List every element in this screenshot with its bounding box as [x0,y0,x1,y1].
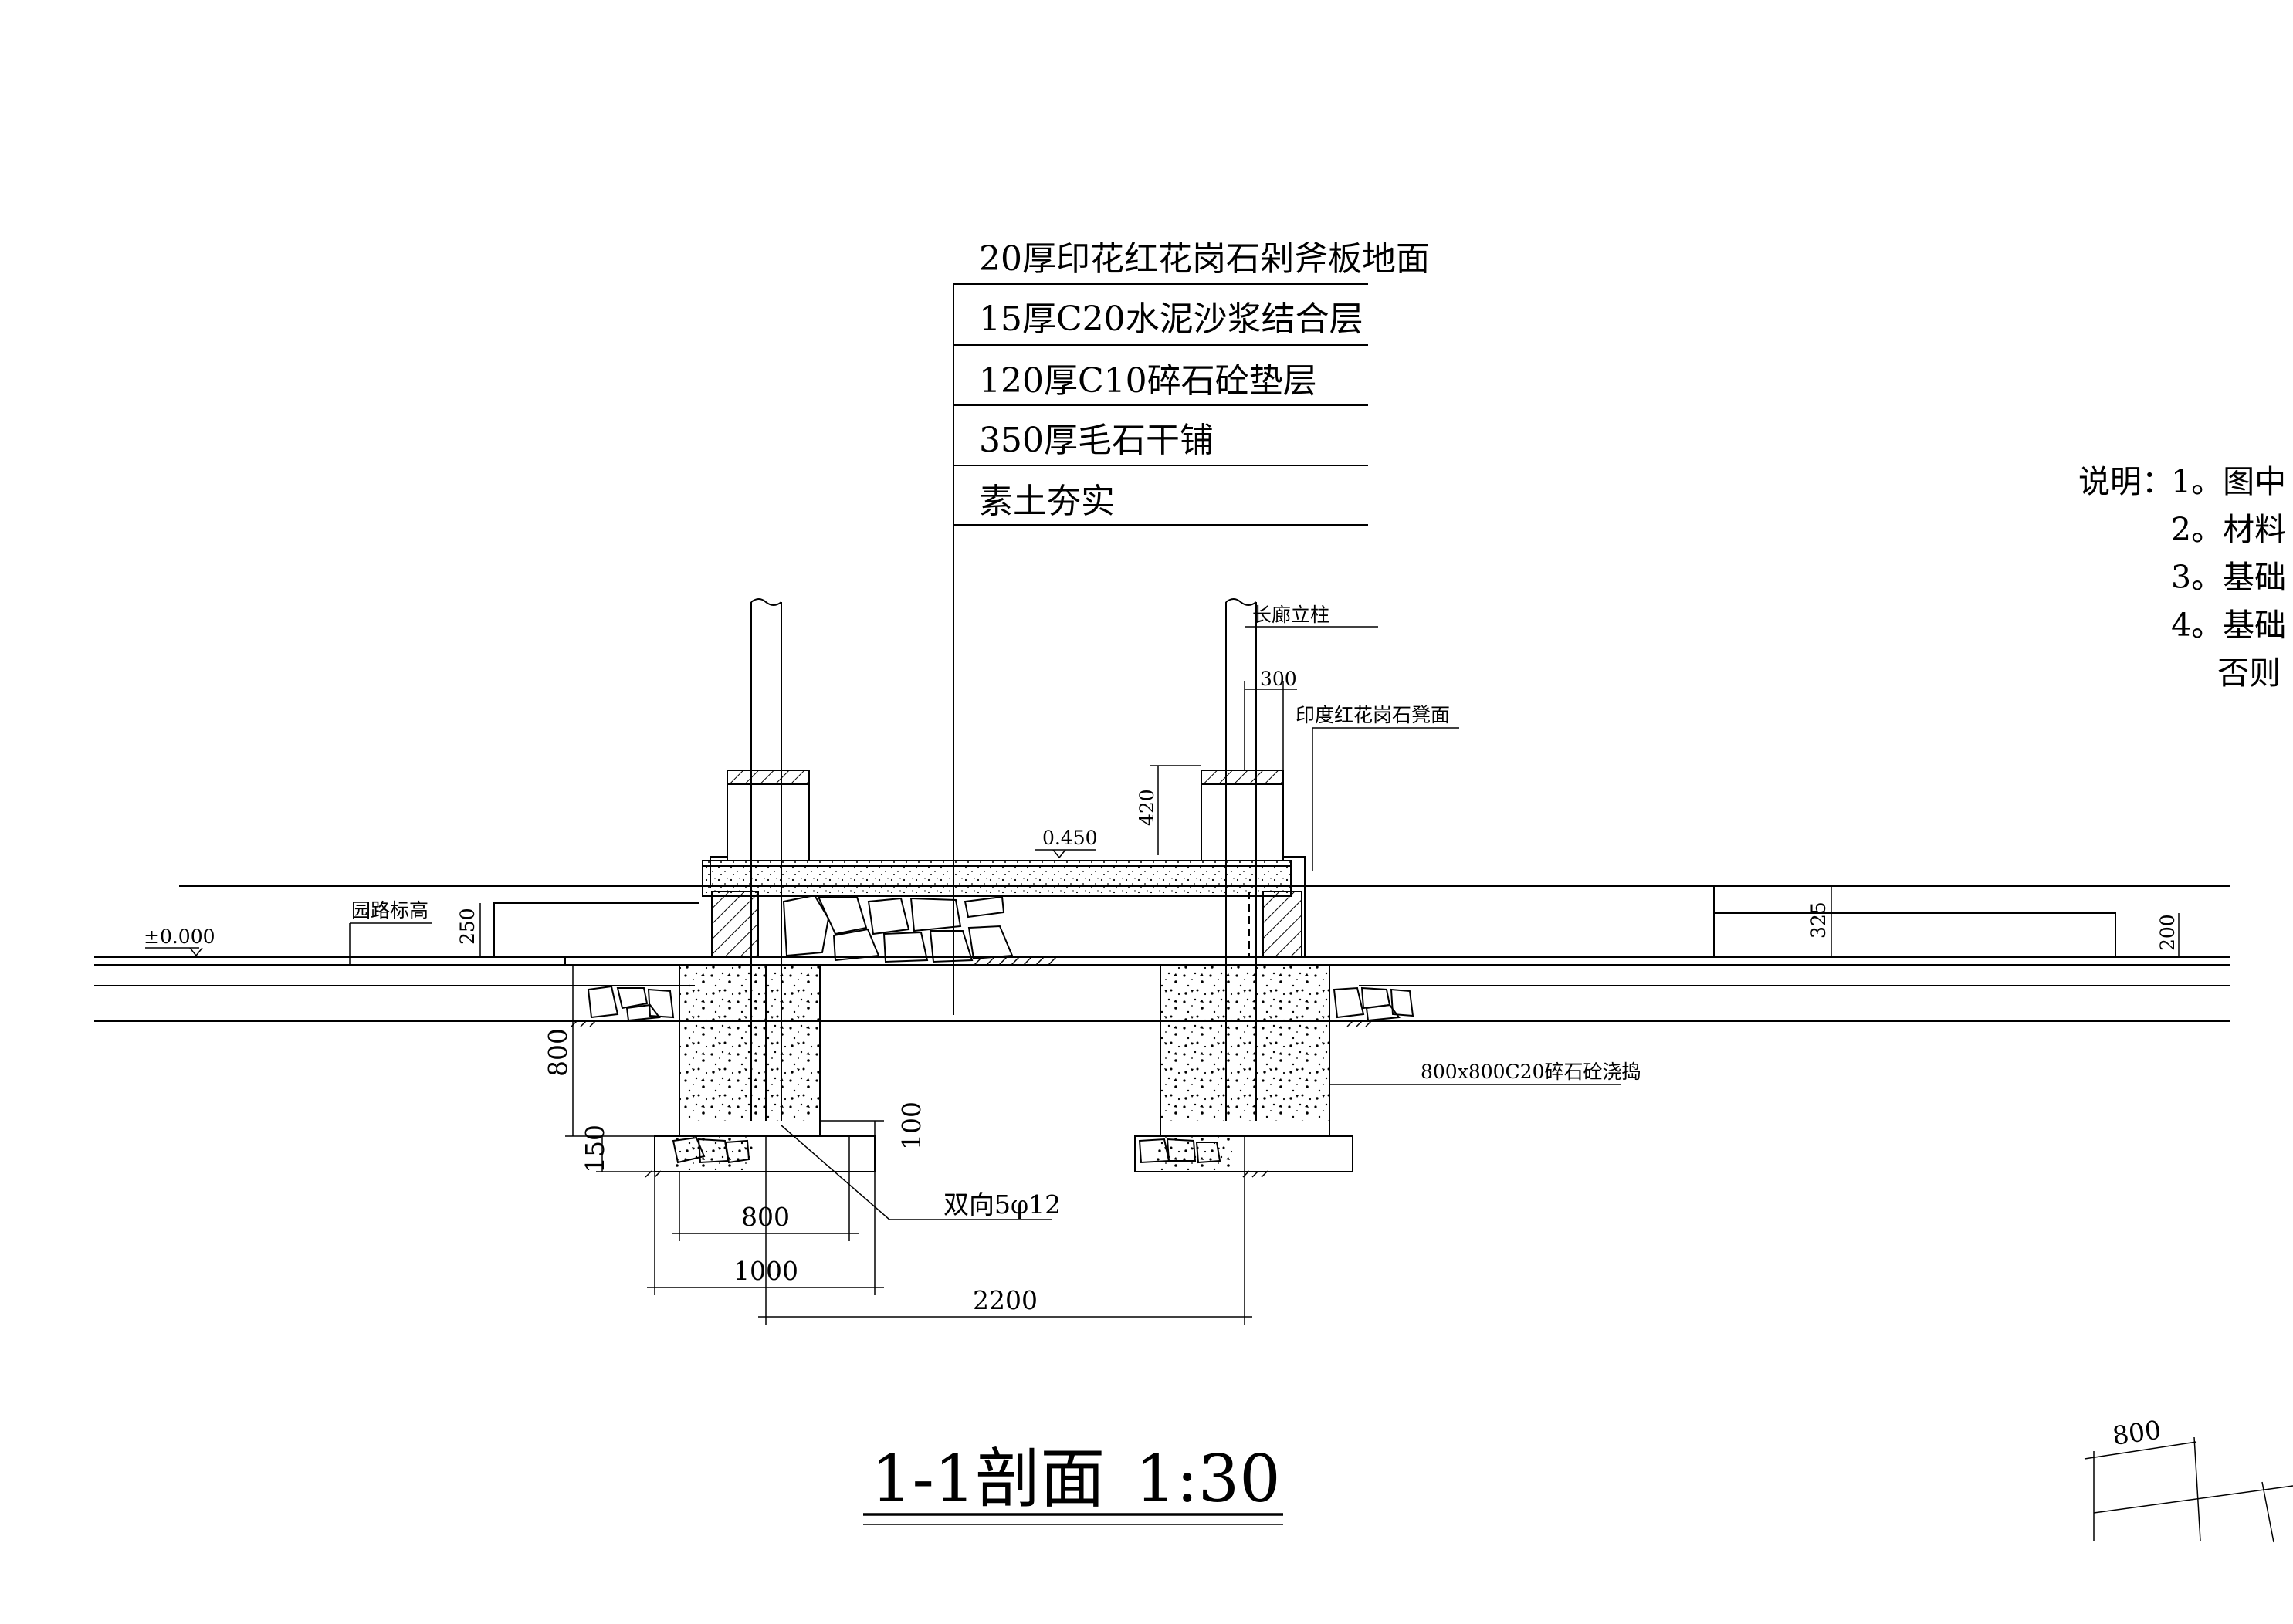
dim-100: 100 [896,1101,926,1150]
layer-label-3: 120厚C10碎石砼垫层 [979,361,1317,401]
drawing-title: 1-1剖面 1:30 [863,1441,1283,1525]
dim-300: 300 [1260,668,1297,690]
dim-2200: 2200 [973,1285,1038,1315]
pavement-deck [702,860,1292,966]
left-structure [564,598,876,1178]
note-1: 1。图中 [2171,463,2286,500]
layer-label-5: 素土夯实 [979,482,1115,521]
layer-label-1: 20厚印花红花岗石剁斧板地面 [979,239,1430,279]
notes-prefix: 说明： [2078,463,2173,500]
zero-elevation-label: ±0.000 [144,925,215,948]
road-elevation-label: 园路标高 [351,899,428,922]
note-4: 4。基础 [2171,607,2286,644]
title-main: 1-1剖面 [871,1441,1105,1517]
note-2: 2。材料 [2171,511,2286,548]
detail-fragment: 800 [2084,1415,2293,1543]
dim-800-vertical: 800 [543,1028,573,1077]
layer-callout: 20厚印花红花岗石剁斧板地面 15厚C20水泥沙浆结合层 120厚C10碎石砼垫… [953,239,1430,1015]
note-3: 3。基础 [2171,559,2286,596]
soil-ticks [974,956,1057,966]
dim-325: 325 [1807,902,1830,939]
note-4-continued: 否则 [2217,655,2281,692]
dimensions: 300 420 250 325 200 800 150 100 800 [456,668,2180,1325]
notes: 说明： 1。图中 2。材料 3。基础 4。基础 否则 [2078,463,2286,692]
title-scale: 1:30 [1135,1441,1281,1517]
dim-420: 420 [1136,789,1158,826]
column-label: 长廊立柱 [1252,604,1329,626]
footing-label: 800x800C20碎石砼浇捣 [1421,1061,1641,1083]
rebar-label: 双向5φ12 [943,1189,1061,1220]
rubble-stones [782,894,1014,963]
layer-label-4: 350厚毛石干铺 [979,421,1214,460]
dim-150: 150 [580,1125,610,1173]
dim-200: 200 [2156,914,2179,951]
dim-800-detail: 800 [2111,1415,2163,1451]
bench-label: 印度红花岗石凳面 [1296,704,1450,726]
dim-250: 250 [456,908,479,945]
right-structure [1134,598,1414,1178]
layer-label-2: 15厚C20水泥沙浆结合层 [979,299,1363,339]
component-labels: 长廊立柱 印度红花岗石凳面 园路标高 ±0.000 0.450 800x800C… [144,604,1641,1220]
deck-elevation-label: 0.450 [1042,827,1098,849]
